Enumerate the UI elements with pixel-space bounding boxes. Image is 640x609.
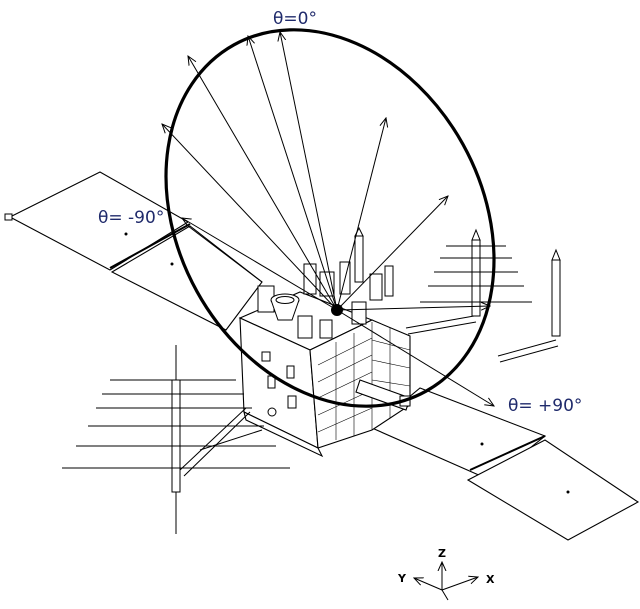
axis-x-label: X bbox=[486, 573, 495, 586]
vector-plus-90 bbox=[336, 309, 494, 406]
left-antenna bbox=[62, 345, 290, 534]
vector-4 bbox=[336, 118, 386, 311]
axis-z-label: Z bbox=[438, 547, 446, 560]
vector-theta-0 bbox=[280, 32, 338, 311]
right-antenna bbox=[405, 228, 561, 363]
vector-2 bbox=[188, 56, 338, 311]
label-theta-plus-90: θ= +90° bbox=[508, 396, 582, 416]
left-solar-array bbox=[4, 171, 263, 331]
vector-6 bbox=[336, 306, 490, 310]
top-instruments bbox=[257, 226, 394, 339]
vector-3 bbox=[248, 36, 338, 311]
label-theta-0: θ=0° bbox=[273, 9, 317, 29]
radiation-pattern-ellipse bbox=[164, 28, 496, 408]
label-theta-minus-90: θ= -90° bbox=[98, 208, 164, 228]
vector-minus-90 bbox=[182, 218, 338, 311]
coordinate-axes: Z Y X bbox=[397, 547, 495, 601]
vector-5 bbox=[336, 196, 448, 311]
pattern-vectors bbox=[162, 32, 494, 406]
right-solar-array bbox=[370, 387, 640, 541]
vector-1 bbox=[162, 124, 338, 311]
axis-y-label: Y bbox=[397, 572, 407, 585]
